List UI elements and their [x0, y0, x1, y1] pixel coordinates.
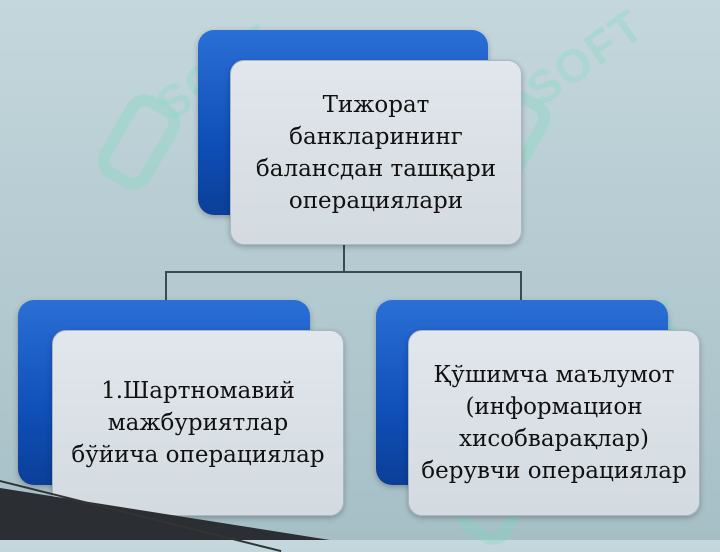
right-node: Қўшимча маълумот (информацион хисобварақ… [408, 330, 700, 516]
top-node-label: Тижорат банкларининг балансдан ташқари о… [255, 91, 497, 214]
connector-left-drop [165, 271, 167, 303]
decorative-corner [0, 488, 330, 540]
left-node-label: 1.Шартномавий мажбуриятлар бўйича операц… [71, 378, 325, 468]
left-node: 1.Шартномавий мажбуриятлар бўйича операц… [52, 330, 344, 516]
top-node: Тижорат банкларининг балансдан ташқари о… [230, 60, 522, 245]
connector-horizontal [165, 271, 522, 273]
connector-vertical-top [343, 244, 345, 272]
right-node-label: Қўшимча маълумот (информацион хисобварақ… [421, 362, 687, 484]
connector-right-drop [520, 271, 522, 303]
watermark-text: SOFT [516, 0, 654, 116]
